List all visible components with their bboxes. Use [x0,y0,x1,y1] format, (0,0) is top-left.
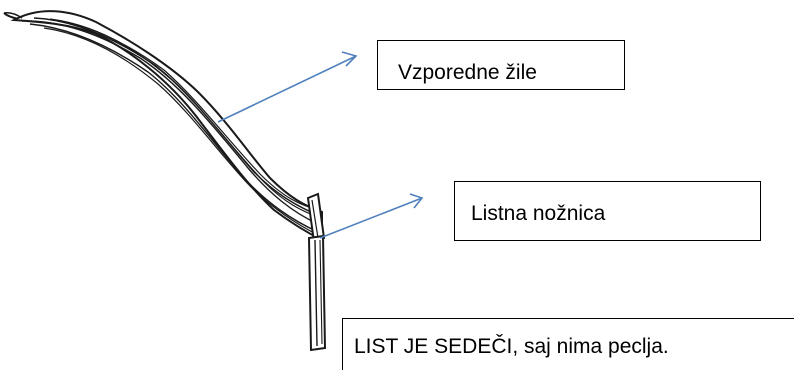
sessile-leaf-note-box: LIST JE SEDEČI, saj nima peclja. [342,318,794,370]
arrow-to-sheath [319,193,424,239]
sessile-leaf-note: LIST JE SEDEČI, saj nima peclja. [354,335,669,358]
stem [307,234,327,352]
parallel-veins-label: Vzporedne žile [398,61,537,84]
leaf-blade [3,10,323,242]
arrow-to-veins [217,51,358,123]
leaf-sheath-label-box: Listna nožnica [454,181,761,241]
leaf-sheath-label: Listna nožnica [471,202,606,225]
parallel-veins-label-box: Vzporedne žile [377,40,625,90]
